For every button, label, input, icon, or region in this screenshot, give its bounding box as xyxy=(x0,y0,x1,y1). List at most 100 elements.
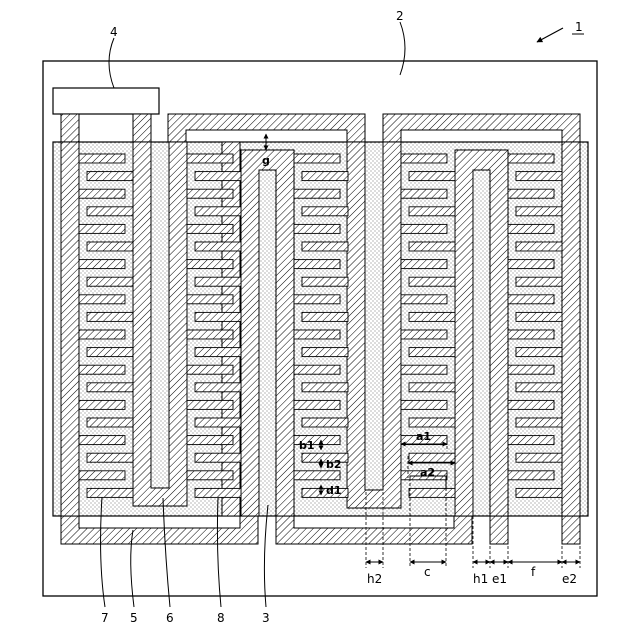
comb-finger xyxy=(409,488,455,497)
label-7: 7 xyxy=(101,611,109,625)
comb-finger xyxy=(516,207,562,216)
comb-finger xyxy=(195,453,241,462)
comb-finger xyxy=(401,224,447,233)
comb-finger xyxy=(401,330,447,339)
comb-finger xyxy=(294,189,340,198)
comb-finger xyxy=(79,471,125,480)
comb-finger xyxy=(87,242,133,251)
comb-finger xyxy=(79,436,125,445)
comb-finger xyxy=(87,348,133,357)
device-arrow xyxy=(537,28,563,42)
comb-finger xyxy=(409,312,455,321)
comb-finger xyxy=(409,172,455,181)
comb-finger xyxy=(294,330,340,339)
comb-finger xyxy=(401,400,447,409)
comb-finger xyxy=(195,418,241,427)
comb-finger xyxy=(302,418,348,427)
comb-finger xyxy=(409,277,455,286)
comb-finger xyxy=(302,312,348,321)
comb-finger xyxy=(516,277,562,286)
dim-label-e2: e2 xyxy=(562,572,577,586)
dim-label-f: f xyxy=(531,565,536,579)
comb-finger xyxy=(516,418,562,427)
comb-finger xyxy=(302,172,348,181)
label-8: 8 xyxy=(217,611,225,625)
comb-finger xyxy=(401,260,447,269)
comb-finger xyxy=(187,295,233,304)
dim-label-h2: h2 xyxy=(367,572,382,586)
comb-finger xyxy=(87,488,133,497)
dim-label-a1: a1 xyxy=(416,430,431,443)
label-1: 1 xyxy=(575,20,583,34)
comb-finger xyxy=(187,260,233,269)
comb-finger xyxy=(516,242,562,251)
comb-finger xyxy=(195,172,241,181)
dim-label-b2: b2 xyxy=(326,458,342,471)
comb-finger xyxy=(302,348,348,357)
comb-finger xyxy=(187,189,233,198)
comb-finger xyxy=(294,260,340,269)
comb-finger xyxy=(79,189,125,198)
comb-finger xyxy=(87,312,133,321)
comb-finger xyxy=(294,295,340,304)
comb-finger xyxy=(508,330,554,339)
comb-finger xyxy=(195,207,241,216)
comb-finger xyxy=(79,260,125,269)
comb-finger xyxy=(187,330,233,339)
comb-finger xyxy=(294,224,340,233)
comb-finger xyxy=(195,488,241,497)
comb-finger xyxy=(195,242,241,251)
comb-finger xyxy=(508,436,554,445)
comb-finger xyxy=(401,295,447,304)
comb-finger xyxy=(508,224,554,233)
comb-finger xyxy=(409,207,455,216)
label-6: 6 xyxy=(166,611,174,625)
comb-finger xyxy=(187,224,233,233)
comb-finger xyxy=(87,453,133,462)
comb-finger xyxy=(187,471,233,480)
comb-finger xyxy=(87,383,133,392)
comb-finger xyxy=(195,312,241,321)
comb-finger xyxy=(409,383,455,392)
comb-finger xyxy=(187,400,233,409)
comb-finger xyxy=(409,418,455,427)
comb-finger xyxy=(187,154,233,163)
comb-finger xyxy=(401,365,447,374)
comb-finger xyxy=(409,453,455,462)
comb-finger xyxy=(516,383,562,392)
comb-finger xyxy=(294,154,340,163)
comb-finger xyxy=(195,348,241,357)
dim-label-h1: h1 xyxy=(473,572,488,586)
label-4: 4 xyxy=(110,25,118,39)
comb-finger xyxy=(508,365,554,374)
comb-finger xyxy=(187,365,233,374)
comb-finger xyxy=(294,365,340,374)
dim-label-b1: b1 xyxy=(299,439,315,452)
pad-rect xyxy=(53,88,159,114)
comb-finger xyxy=(79,330,125,339)
comb-finger xyxy=(516,348,562,357)
dim-label-c: c xyxy=(424,565,431,579)
comb-finger xyxy=(401,189,447,198)
label-5: 5 xyxy=(130,611,138,625)
comb-finger xyxy=(294,471,340,480)
dim-label-e1: e1 xyxy=(492,572,507,586)
comb-finger xyxy=(508,471,554,480)
comb-finger xyxy=(409,348,455,357)
comb-finger xyxy=(508,189,554,198)
dim-label-g: g xyxy=(262,154,270,167)
comb-finger xyxy=(302,277,348,286)
comb-finger xyxy=(87,277,133,286)
comb-finger xyxy=(79,400,125,409)
label-3: 3 xyxy=(262,611,270,625)
comb-finger xyxy=(79,224,125,233)
comb-finger xyxy=(508,154,554,163)
comb-finger xyxy=(508,260,554,269)
comb-finger xyxy=(302,207,348,216)
comb-finger xyxy=(87,172,133,181)
comb-finger xyxy=(302,242,348,251)
dim-label-a2: a2 xyxy=(420,466,435,479)
comb-finger xyxy=(401,154,447,163)
